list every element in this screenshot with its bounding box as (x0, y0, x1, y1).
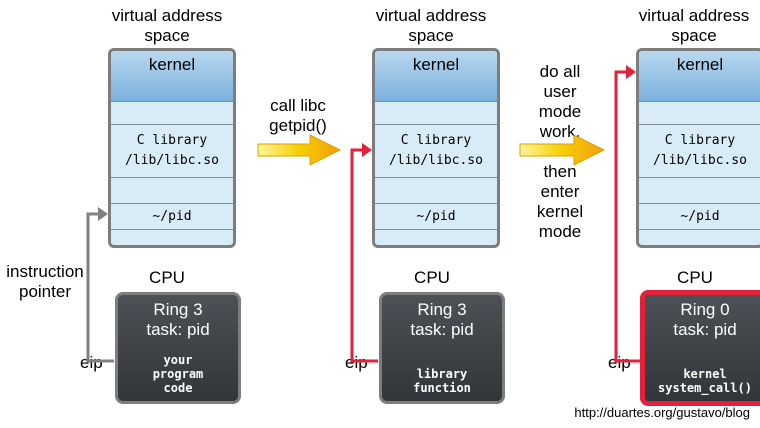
panel1-cpu-label: CPU (149, 268, 185, 287)
panel3-address-space: kernel C library /lib/libc.so ~/pid (636, 48, 760, 248)
panel1-code: your program code (118, 353, 238, 395)
panel1-cpu: Ring 3 task: pid your program code (115, 292, 241, 404)
panel3-code-line2: system_call() (658, 381, 752, 395)
panel2-clibrary-region: C library /lib/libc.so (375, 124, 497, 177)
panel1-blank-region-2 (111, 177, 233, 203)
panel3-title: virtual address space (624, 6, 760, 46)
panel2-title-line1: virtual address (375, 6, 487, 25)
panel1-pid-region: ~/pid (111, 203, 233, 229)
panel1-code-line1: your (163, 353, 193, 367)
panel2-address-space: kernel C library /lib/libc.so ~/pid (372, 48, 500, 248)
panel1-blank-region-3 (111, 229, 233, 245)
panel3-pointer-line (614, 70, 640, 363)
panel2-kernel-region: kernel (375, 51, 497, 101)
panel1-blank-region (111, 101, 233, 124)
panel1-code-line2: program (152, 367, 204, 381)
panel3-code: kernel system_call() (645, 367, 760, 395)
panel3-ring: Ring 0 (680, 300, 730, 319)
panel3-clibrary-region: C library /lib/libc.so (639, 124, 760, 177)
panel2-blank-region-2 (375, 177, 497, 203)
panel2-code: library function (382, 367, 502, 395)
panel2-blank-region-3 (375, 229, 497, 245)
panel1-lib-line2: /lib/libc.so (125, 153, 219, 168)
panel2-pointer-arrowhead (362, 143, 372, 157)
step2-line8: kernel (536, 202, 584, 221)
panel3-title-line2: space (671, 26, 717, 45)
step2-label: do all user mode work, then enter kernel… (525, 62, 595, 242)
panel2-title-line2: space (408, 26, 454, 45)
instruction-pointer-label: instruction pointer (2, 262, 88, 302)
panel1-title-line2: space (144, 26, 190, 45)
panel2-pid-region: ~/pid (375, 203, 497, 229)
panel3-blank-region-2 (639, 177, 760, 203)
panel2-cpu: Ring 3 task: pid library function (379, 292, 505, 404)
instruction-pointer-line2: pointer (19, 282, 71, 301)
step2-line6: then (543, 162, 577, 181)
step2-line4: work, (539, 122, 581, 141)
panel2-lib-line2: /lib/libc.so (389, 153, 483, 168)
panel3-lib-line1: C library (664, 133, 736, 148)
step2-line1: do all (539, 62, 581, 81)
panel3-blank-region (639, 101, 760, 124)
step1-line1: call libc (270, 96, 326, 115)
panel1-clibrary-region: C library /lib/libc.so (111, 124, 233, 177)
panel3-cpu: Ring 0 task: pid kernel system_call() (640, 290, 760, 406)
step1-line2: getpid() (269, 116, 327, 135)
step2-arrow (519, 134, 606, 166)
panel1-pointer-arrowhead (98, 207, 108, 221)
panel3-pid-region: ~/pid (639, 203, 760, 229)
panel3-task: task: pid (673, 320, 737, 339)
step1-arrow (257, 134, 342, 166)
panel1-kernel-region: kernel (111, 51, 233, 101)
panel3-pointer-arrowhead (626, 65, 636, 79)
panel3-title-line1: virtual address (638, 6, 750, 25)
panel3-blank-region-3 (639, 229, 760, 245)
panel2-title: virtual address space (361, 6, 501, 46)
panel1-task: task: pid (146, 320, 210, 339)
panel1-title-line1: virtual address (111, 6, 223, 25)
panel3-lib-line2: /lib/libc.so (653, 153, 747, 168)
panel3-code-line1: kernel (683, 367, 727, 381)
panel2-code-line2: function (413, 381, 471, 395)
panel3-cpu-label: CPU (677, 268, 713, 287)
panel1-pointer-line (86, 212, 114, 363)
panel1-code-line3: code (163, 381, 193, 395)
step2-line7: enter (540, 182, 580, 201)
panel1-address-space: kernel C library /lib/libc.so ~/pid (108, 48, 236, 248)
panel2-cpu-label: CPU (414, 268, 450, 287)
panel2-ring: Ring 3 (417, 300, 467, 319)
panel1-lib-line1: C library (136, 133, 208, 148)
panel1-title: virtual address space (97, 6, 237, 46)
panel2-code-line1: library (416, 367, 468, 381)
panel2-lib-line1: C library (400, 133, 472, 148)
panel2-pointer-line (350, 148, 378, 363)
step1-label: call libc getpid() (258, 96, 338, 136)
blog-credit: http://duartes.org/gustavo/blog (574, 405, 750, 420)
step2-line3: mode (538, 102, 582, 121)
panel3-kernel-region: kernel (639, 51, 760, 101)
instruction-pointer-line1: instruction (6, 262, 84, 281)
panel1-ring: Ring 3 (153, 300, 203, 319)
step2-line9: mode (538, 222, 582, 241)
panel2-task: task: pid (410, 320, 474, 339)
panel2-blank-region (375, 101, 497, 124)
step2-line2: user (543, 82, 577, 101)
